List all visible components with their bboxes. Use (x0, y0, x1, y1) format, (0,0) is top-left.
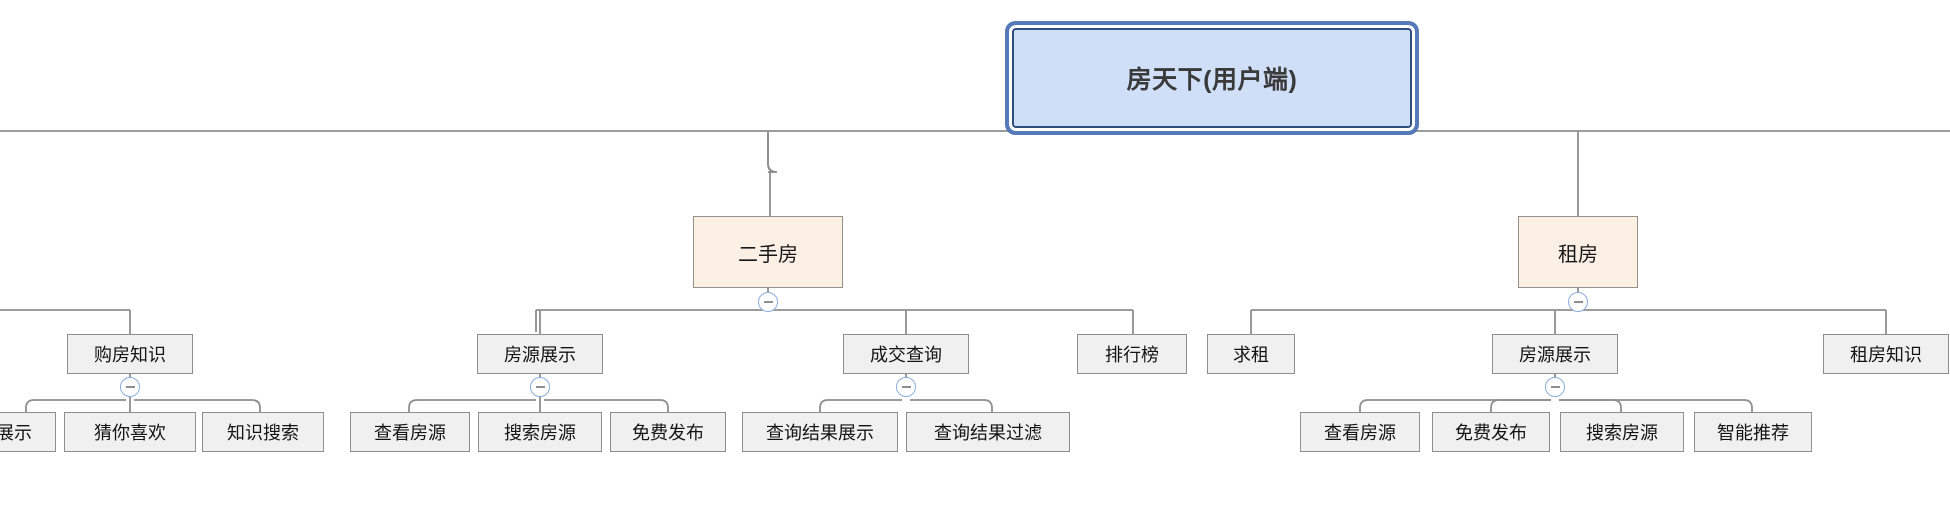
sub-node-label: 成交查询 (870, 345, 942, 365)
leaf-node-zhinengtuijian[interactable]: 智能推荐 (1694, 412, 1812, 452)
leaf-node-chaxunjieguoguolv[interactable]: 查询结果过滤 (906, 412, 1070, 452)
sub-node-label: 排行榜 (1105, 345, 1159, 365)
leaf-node-chakanfangyuan-ershou[interactable]: 查看房源 (350, 412, 470, 452)
leaf-node-label: 免费发布 (1455, 423, 1527, 443)
sub-node-label: 房源展示 (504, 345, 576, 365)
leaf-node-chaxunjieguozhanshi[interactable]: 查询结果展示 (742, 412, 898, 452)
sub-node-chengjiaochaxun[interactable]: 成交查询 (843, 334, 969, 374)
minus-icon (763, 301, 773, 303)
sub-node-label: 购房知识 (94, 345, 166, 365)
collapse-toggle-fangyuanzhanshi-ershou[interactable] (530, 377, 550, 397)
leaf-node-label: 搜索房源 (504, 423, 576, 443)
collapse-toggle-ershoufang[interactable] (758, 292, 778, 312)
leaf-node-mianfeifabu-zufang[interactable]: 免费发布 (1432, 412, 1550, 452)
collapse-toggle-zufang[interactable] (1568, 292, 1588, 312)
collapse-toggle-goufangzhishi[interactable] (120, 377, 140, 397)
root-node-label: 房天下(用户端) (1126, 66, 1298, 94)
sub-node-label: 房源展示 (1519, 345, 1591, 365)
sub-node-goufangzhishi[interactable]: 购房知识 (67, 334, 193, 374)
leaf-node-label: 查询结果展示 (766, 423, 874, 443)
category-node-label: 租房 (1558, 243, 1598, 266)
leaf-node-zhanshi[interactable]: 展示 (0, 412, 56, 452)
leaf-node-label: 智能推荐 (1717, 423, 1789, 443)
sub-node-label: 求租 (1233, 345, 1269, 365)
leaf-node-label: 免费发布 (632, 423, 704, 443)
collapse-toggle-fangyuanzhanshi-zufang[interactable] (1545, 377, 1565, 397)
leaf-node-label: 查看房源 (1324, 423, 1396, 443)
category-node-ershoufang[interactable]: 二手房 (693, 216, 843, 288)
sub-node-qiuzu[interactable]: 求租 (1207, 334, 1295, 374)
sub-node-fangyuanzhanshi-ershou[interactable]: 房源展示 (477, 334, 603, 374)
minus-icon (535, 386, 545, 388)
category-node-zufang[interactable]: 租房 (1518, 216, 1638, 288)
collapse-toggle-chengjiaochaxun[interactable] (896, 377, 916, 397)
sub-node-zufangzhishi[interactable]: 租房知识 (1823, 334, 1949, 374)
sub-node-paihangbang[interactable]: 排行榜 (1077, 334, 1187, 374)
leaf-node-chakanfangyuan-zufang[interactable]: 查看房源 (1300, 412, 1420, 452)
category-node-label: 二手房 (738, 243, 798, 266)
leaf-node-caixihuan[interactable]: 猜你喜欢 (64, 412, 196, 452)
minus-icon (901, 386, 911, 388)
leaf-node-label: 展示 (0, 423, 32, 443)
leaf-node-label: 查询结果过滤 (934, 423, 1042, 443)
sub-node-fangyuanzhanshi-zufang[interactable]: 房源展示 (1492, 334, 1618, 374)
minus-icon (125, 386, 135, 388)
sub-node-label: 租房知识 (1850, 345, 1922, 365)
minus-icon (1573, 301, 1583, 303)
leaf-node-label: 搜索房源 (1586, 423, 1658, 443)
minus-icon (1550, 386, 1560, 388)
root-node-fangtianxia[interactable]: 房天下(用户端) (1012, 28, 1412, 128)
leaf-node-mianfeifabu-ershou[interactable]: 免费发布 (610, 412, 726, 452)
leaf-node-label: 查看房源 (374, 423, 446, 443)
leaf-node-zhishisousuo[interactable]: 知识搜索 (202, 412, 324, 452)
leaf-node-label: 猜你喜欢 (94, 423, 166, 443)
leaf-node-sousuofangyuan-zufang[interactable]: 搜索房源 (1560, 412, 1684, 452)
leaf-node-label: 知识搜索 (227, 423, 299, 443)
leaf-node-sousuofangyuan-ershou[interactable]: 搜索房源 (478, 412, 602, 452)
